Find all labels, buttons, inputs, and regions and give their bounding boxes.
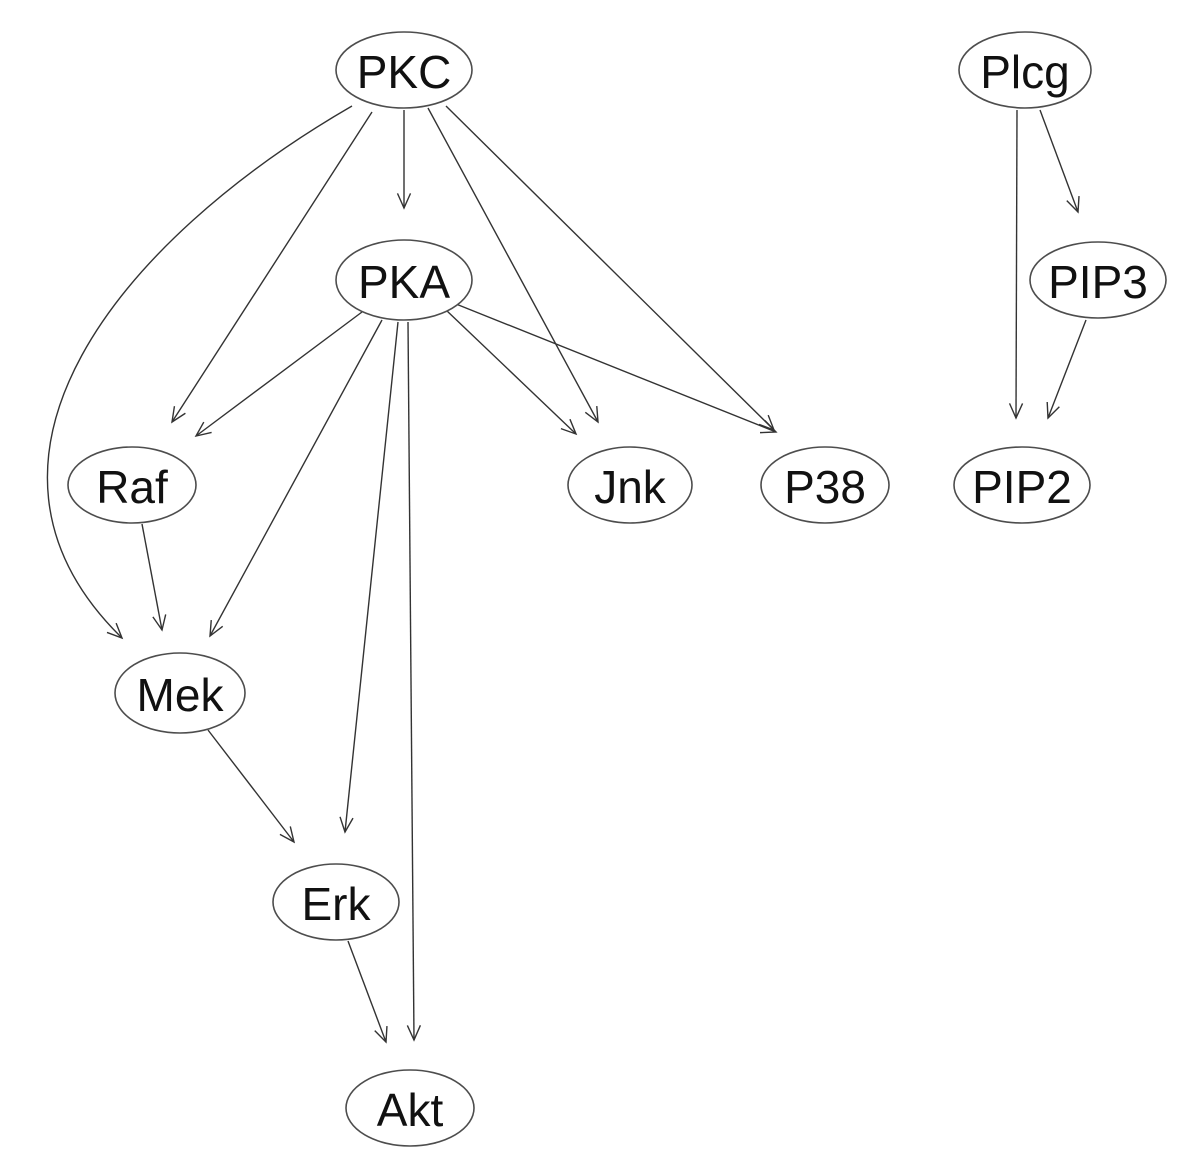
edge-pka-p38 bbox=[455, 303, 778, 434]
edge-line bbox=[1015, 109, 1018, 419]
edge-pkc-p38 bbox=[445, 105, 776, 432]
edge-plcg-pip3 bbox=[1039, 109, 1080, 214]
node-label: PKC bbox=[357, 46, 452, 98]
edge-mek-erk bbox=[207, 729, 296, 844]
edge-line bbox=[46, 105, 353, 639]
edge-line bbox=[171, 111, 373, 423]
node-pip3: PIP3 bbox=[1029, 241, 1167, 319]
node-erk: Erk bbox=[272, 863, 400, 941]
node-label: Raf bbox=[96, 461, 168, 513]
node-label: P38 bbox=[784, 461, 866, 513]
arrowhead-icon bbox=[106, 622, 124, 640]
node-akt: Akt bbox=[345, 1069, 475, 1147]
arrowhead-icon bbox=[560, 418, 578, 436]
edge-line bbox=[344, 321, 399, 833]
arrowhead-icon bbox=[152, 614, 167, 632]
edge-line bbox=[209, 319, 383, 637]
node-label: PIP2 bbox=[972, 461, 1072, 513]
node-pkc: PKC bbox=[335, 31, 473, 109]
node-label: Plcg bbox=[980, 46, 1069, 98]
node-pip2: PIP2 bbox=[953, 446, 1091, 524]
edge-pka-mek bbox=[209, 319, 383, 638]
arrowhead-icon bbox=[171, 406, 186, 424]
edge-pkc-mek bbox=[46, 105, 353, 640]
edge-line bbox=[1047, 319, 1087, 419]
arrowhead-icon bbox=[194, 421, 212, 438]
edge-pkc-jnk bbox=[427, 107, 599, 424]
edge-line bbox=[427, 107, 599, 423]
edge-line bbox=[455, 303, 777, 433]
node-label: Jnk bbox=[594, 461, 667, 513]
node-label: Mek bbox=[137, 669, 225, 721]
arrowhead-icon bbox=[279, 826, 296, 844]
node-pka: PKA bbox=[335, 239, 473, 321]
arrowhead-icon bbox=[584, 405, 599, 424]
node-raf: Raf bbox=[67, 446, 197, 524]
node-mek: Mek bbox=[114, 652, 246, 734]
arrowhead-icon bbox=[339, 816, 354, 834]
edge-raf-mek bbox=[141, 523, 167, 632]
node-p38: P38 bbox=[760, 446, 890, 524]
node-label: PKA bbox=[358, 256, 450, 308]
edge-pkc-raf bbox=[171, 111, 373, 424]
edge-line bbox=[195, 311, 363, 437]
arrowhead-icon bbox=[374, 1025, 388, 1044]
node-label: Erk bbox=[302, 878, 372, 930]
arrowhead-icon bbox=[1008, 403, 1024, 420]
node-label: Akt bbox=[377, 1084, 444, 1136]
edge-line bbox=[141, 523, 163, 631]
arrowhead-icon bbox=[209, 619, 224, 638]
edge-pka-akt bbox=[406, 321, 422, 1042]
edge-erk-akt bbox=[347, 940, 388, 1044]
arrowhead-icon bbox=[1066, 195, 1080, 214]
arrowhead-icon bbox=[759, 420, 778, 434]
edge-line bbox=[347, 940, 387, 1043]
edge-line bbox=[445, 309, 577, 435]
edge-pka-raf bbox=[194, 311, 363, 438]
edge-pip3-pip2 bbox=[1046, 319, 1087, 420]
edge-line bbox=[445, 105, 775, 431]
edges bbox=[46, 105, 1087, 1044]
node-jnk: Jnk bbox=[567, 446, 693, 524]
edge-pka-jnk bbox=[445, 309, 578, 436]
edge-line bbox=[407, 321, 415, 1041]
edge-pkc-pka bbox=[396, 110, 412, 210]
node-label: PIP3 bbox=[1048, 256, 1148, 308]
edge-line bbox=[207, 729, 295, 843]
arrowhead-icon bbox=[406, 1025, 422, 1042]
arrowhead-icon bbox=[1046, 401, 1060, 420]
edge-line bbox=[1039, 109, 1079, 213]
edge-pka-erk bbox=[339, 321, 399, 834]
arrowhead-icon bbox=[396, 193, 412, 210]
edge-plcg-pip2 bbox=[1008, 109, 1024, 420]
node-plcg: Plcg bbox=[958, 31, 1092, 109]
